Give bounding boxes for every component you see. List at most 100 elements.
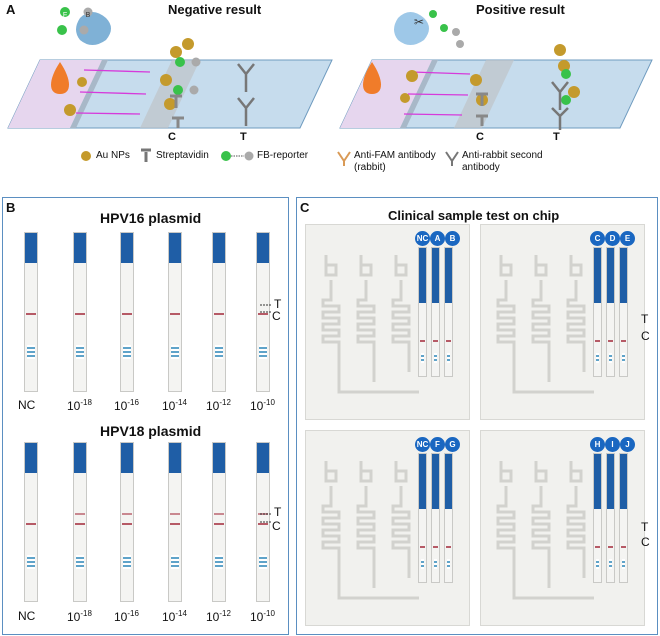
control-line (214, 313, 224, 315)
sample-badge: H (590, 437, 605, 452)
anti-fam-antibody-legend-icon (337, 151, 351, 166)
concentration-label: 10-12 (206, 398, 231, 413)
cas-protein-negative (76, 12, 111, 45)
negative-t-label: T (240, 131, 247, 143)
concentration-label: 10-18 (67, 398, 92, 413)
absorbent-pad (76, 555, 84, 569)
legend-streptavidin: Streptavidin (156, 150, 209, 161)
panel-c-letter: C (300, 200, 310, 215)
strip-cap (257, 443, 269, 473)
hpv18-c-marker: C (272, 519, 281, 533)
test-strip (120, 232, 134, 392)
concentration-label: 10-12 (206, 609, 231, 624)
strip-cap (169, 233, 181, 263)
sample-badge: A (430, 231, 445, 246)
cas-protein-positive (394, 12, 429, 45)
legend-anti-fam-line1: Anti-FAM antibody (354, 150, 436, 161)
reporter-b-label: B (85, 12, 91, 19)
control-line (122, 313, 132, 315)
sample-badge: E (620, 231, 635, 246)
absorbent-pad (123, 345, 131, 359)
legend-anti-rabbit-line2: antibody (462, 162, 500, 173)
strip-cap (121, 443, 133, 473)
absorbent-pad (123, 555, 131, 569)
control-line (258, 523, 268, 525)
chip-test-strip (619, 247, 628, 377)
fb-reporter-marks (57, 7, 571, 105)
positive-strip (339, 59, 653, 129)
strip-cap (74, 443, 86, 473)
control-line (170, 523, 180, 525)
absorbent-pad (215, 555, 223, 569)
strip-cap (257, 233, 269, 263)
concentration-label: 10-10 (250, 398, 275, 413)
concentration-label: 10-16 (114, 609, 139, 624)
chip-channels (496, 461, 594, 600)
test-strip (168, 442, 182, 602)
chip-upper-c-marker: C (641, 329, 650, 343)
sample-badge: D (605, 231, 620, 246)
chip-lower-t-marker: T (641, 520, 649, 534)
control-line (122, 523, 132, 525)
panel-b-frame (2, 197, 289, 635)
au-np-particles (64, 38, 580, 116)
strip-cap (169, 443, 181, 473)
fb-reporter-legend-icon (221, 151, 231, 161)
panel-c-frame (296, 197, 658, 635)
legend-fb-reporter: FB-reporter (257, 150, 309, 161)
chip-test-strip (444, 247, 453, 377)
au-np-legend-icon (81, 151, 91, 161)
sample-badge: C (590, 231, 605, 246)
chip-test-strip (431, 247, 440, 377)
chip-test-strip (431, 453, 440, 583)
strip-cap (25, 233, 37, 263)
chip-lower-c-marker: C (641, 535, 650, 549)
absorbent-pad (259, 345, 267, 359)
streptavidin-legend-icon (141, 148, 151, 162)
sample-badge: J (620, 437, 635, 452)
test-strip (212, 232, 226, 392)
strip-cap (213, 233, 225, 263)
strip-cap (213, 443, 225, 473)
chip-channels (321, 461, 419, 600)
chip-test-strip (418, 247, 427, 377)
concentration-label: NC (18, 609, 36, 623)
concentration-label: NC (18, 398, 36, 412)
sample-drop-positive (363, 62, 381, 94)
strip-cap (121, 233, 133, 263)
positive-t-label: T (553, 131, 560, 143)
negative-strip (7, 59, 333, 129)
c-line-streptavidin (170, 92, 488, 128)
sample-badge: B (445, 231, 460, 246)
chip-test-strip (606, 247, 615, 377)
strip-cap (74, 233, 86, 263)
sample-badge: NC (415, 231, 430, 246)
test-line (170, 513, 180, 515)
concentration-label: 10-18 (67, 609, 92, 624)
test-strip (120, 442, 134, 602)
panel-c-title: Clinical sample test on chip (388, 208, 560, 223)
test-strip (212, 442, 226, 602)
absorbent-pad (171, 555, 179, 569)
panel-b-tc-leaders (260, 304, 272, 523)
control-line (75, 523, 85, 525)
lateral-flow-schematic: ✂ (7, 7, 653, 166)
legend-au-nps: Au NPs (96, 150, 130, 161)
concentration-label: 10-14 (162, 398, 187, 413)
control-line (75, 313, 85, 315)
absorbent-pad (259, 555, 267, 569)
absorbent-pad (171, 345, 179, 359)
chip-upper-t-marker: T (641, 312, 649, 326)
test-line (122, 513, 132, 515)
sample-badge: F (430, 437, 445, 452)
legend-anti-rabbit-line1: Anti-rabbit second (462, 150, 543, 161)
absorbent-pad (27, 345, 35, 359)
legend-anti-fam-line2: (rabbit) (354, 162, 386, 173)
control-line (214, 523, 224, 525)
hpv16-title: HPV16 plasmid (100, 210, 202, 226)
chip-test-strip (619, 453, 628, 583)
anti-rabbit-antibody-legend-icon (445, 151, 459, 166)
